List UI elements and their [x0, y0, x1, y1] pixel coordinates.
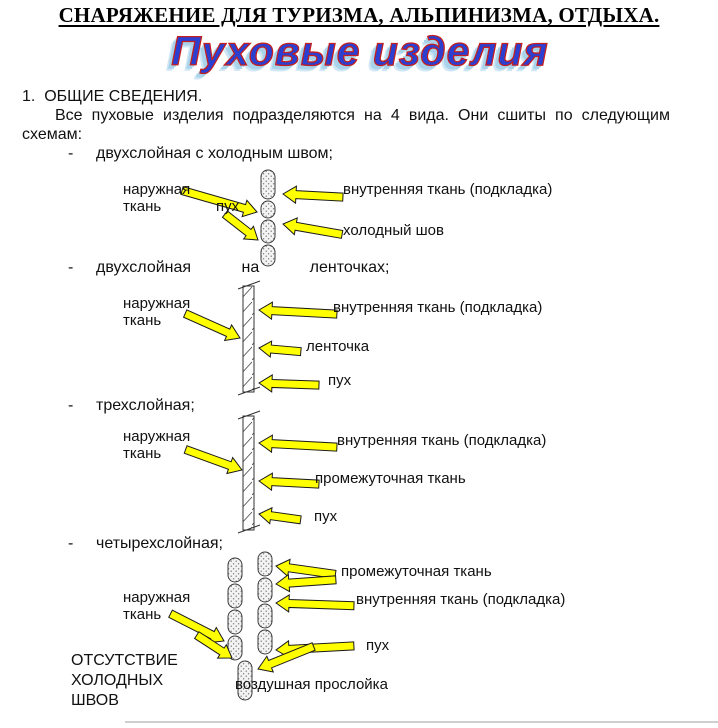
no-cold-seams-note: ОТСУТСТВИЕ ХОЛОДНЫХ ШВОВ — [71, 652, 178, 709]
list-item-4-label: четырехслойная; — [96, 535, 223, 552]
diagram2-fabric-strip — [237, 280, 261, 396]
diagram2-down-label: пух — [328, 372, 352, 389]
diagram4-outer-fabric-label: наружная ткань — [123, 589, 191, 623]
list-item-1-label: двухслойная с холодным швом; — [96, 145, 333, 162]
diagram3-down-label: пух — [314, 508, 338, 525]
page-edge — [125, 721, 718, 723]
diagram2-ribbon-label: ленточка — [306, 338, 370, 355]
list-item-4-dash: - — [68, 535, 74, 552]
diagram3-fabric-strip — [237, 410, 261, 534]
arrow-icon — [281, 215, 345, 244]
arrow-icon — [282, 185, 344, 207]
diagram4-middle-fabric-label: промежуточная ткань — [341, 563, 492, 580]
diagram1-fabric-column — [260, 169, 276, 267]
diagram1-inner-fabric-label: внутренняя ткань (подкладка) — [343, 181, 553, 198]
wordart-title: Пуховые изделия — [171, 28, 549, 74]
diagram3-inner-fabric-label: внутренняя ткань (подкладка) — [337, 432, 547, 449]
arrow-icon — [191, 627, 237, 666]
arrow-icon — [258, 472, 320, 494]
list-item-1-dash: - — [68, 145, 74, 162]
arrow-icon — [257, 505, 303, 529]
list-item-2-dash: - — [68, 259, 74, 276]
diagram2-inner-fabric-label: внутренняя ткань (подкладка) — [333, 299, 543, 316]
arrow-icon — [275, 594, 355, 615]
arrow-icon — [274, 557, 338, 584]
list-item-3-label: трехслойная; — [96, 397, 195, 414]
diagram1-outer-fabric-label: наружная ткань — [123, 181, 191, 215]
diagram3-outer-fabric-label: наружная ткань — [123, 428, 191, 462]
diagram4-air-layer-label: воздушная прослойка — [235, 676, 388, 693]
arrow-icon — [257, 339, 303, 361]
arrow-icon — [275, 636, 355, 659]
diagram3-middle-fabric-label: промежуточная ткань — [315, 470, 466, 487]
intro-paragraph: Все пуховые изделия подразделяются на 4 … — [22, 107, 670, 143]
list-item-2-label: двухслойная на ленточках; — [96, 259, 390, 276]
diagram4-inner-fabric-label: внутренняя ткань (подкладка) — [356, 591, 566, 608]
diagram4-down-label: пух — [366, 637, 390, 654]
diagram1-down-label: пух — [216, 198, 240, 215]
list-item-3-dash: - — [68, 397, 74, 414]
arrow-icon — [254, 638, 318, 678]
arrow-icon — [258, 374, 320, 395]
page-title: СНАРЯЖЕНИЕ ДЛЯ ТУРИЗМА, АЛЬПИНИЗМА, ОТДЫ… — [58, 3, 660, 27]
diagram2-outer-fabric-label: наружная ткань — [123, 295, 191, 329]
arrow-icon — [258, 434, 338, 457]
arrow-icon — [258, 301, 338, 324]
section-heading: 1. ОБЩИЕ СВЕДЕНИЯ. — [22, 88, 203, 105]
diagram1-cold-seam-label: холодный шов — [343, 222, 444, 239]
arrow-icon — [274, 570, 337, 593]
